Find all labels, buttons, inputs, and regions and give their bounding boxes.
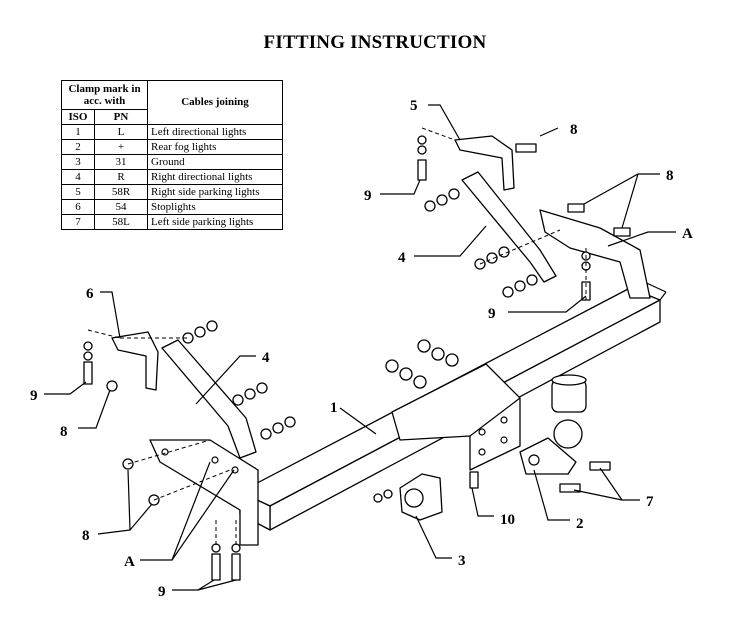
socket-plate bbox=[399, 473, 443, 521]
cable-table: Clamp mark in acc. with Cables joining I… bbox=[61, 80, 283, 230]
callout-1: 1 bbox=[330, 400, 338, 416]
table-row: 5 58R Right side parking lights bbox=[61, 184, 283, 200]
callout-8-left: 8 bbox=[60, 424, 68, 440]
page-title: FITTING INSTRUCTION bbox=[263, 32, 487, 53]
cable-cell: Left side parking lights bbox=[147, 214, 283, 230]
right-mount-plate bbox=[539, 209, 651, 299]
callout-9-left: 9 bbox=[30, 388, 38, 404]
assembly-lines bbox=[87, 127, 587, 548]
callout-9-right: 9 bbox=[488, 306, 496, 322]
left-top-bracket bbox=[111, 331, 159, 391]
right-side-bracket bbox=[461, 171, 557, 283]
callout-a-bottom: A bbox=[124, 554, 135, 570]
callout-2: 2 bbox=[576, 516, 584, 532]
pn-cell: 58R bbox=[94, 184, 148, 200]
leader-lines bbox=[44, 104, 676, 591]
callout-a-right: A bbox=[682, 226, 693, 242]
callout-3: 3 bbox=[458, 553, 466, 569]
table-row: 4 R Right directional lights bbox=[61, 169, 283, 185]
table-row: 2 + Rear fog lights bbox=[61, 139, 283, 155]
right-top-bracket bbox=[454, 135, 515, 191]
callout-9-top: 9 bbox=[364, 188, 372, 204]
callout-4-left: 4 bbox=[262, 350, 270, 366]
callout-10: 10 bbox=[500, 512, 515, 528]
cable-cell: Right side parking lights bbox=[147, 184, 283, 200]
table-row: 3 31 Ground bbox=[61, 154, 283, 170]
pn-header: PN bbox=[94, 109, 148, 125]
clamp-mark-header: Clamp mark in acc. with bbox=[61, 80, 148, 110]
tow-ball bbox=[519, 374, 587, 475]
callout-5: 5 bbox=[410, 98, 418, 114]
callout-9-bottom: 9 bbox=[158, 584, 166, 600]
callout-8-top: 8 bbox=[570, 122, 578, 138]
callout-7: 7 bbox=[646, 494, 654, 510]
left-side-bracket bbox=[161, 339, 257, 459]
table-row: 7 58L Left side parking lights bbox=[61, 214, 283, 230]
callout-4-right: 4 bbox=[398, 250, 406, 266]
center-clamp bbox=[391, 363, 521, 471]
callout-8-bottom: 8 bbox=[82, 528, 90, 544]
left-mount-plate bbox=[149, 439, 259, 546]
callout-8-right: 8 bbox=[666, 168, 674, 184]
callout-6: 6 bbox=[86, 286, 94, 302]
